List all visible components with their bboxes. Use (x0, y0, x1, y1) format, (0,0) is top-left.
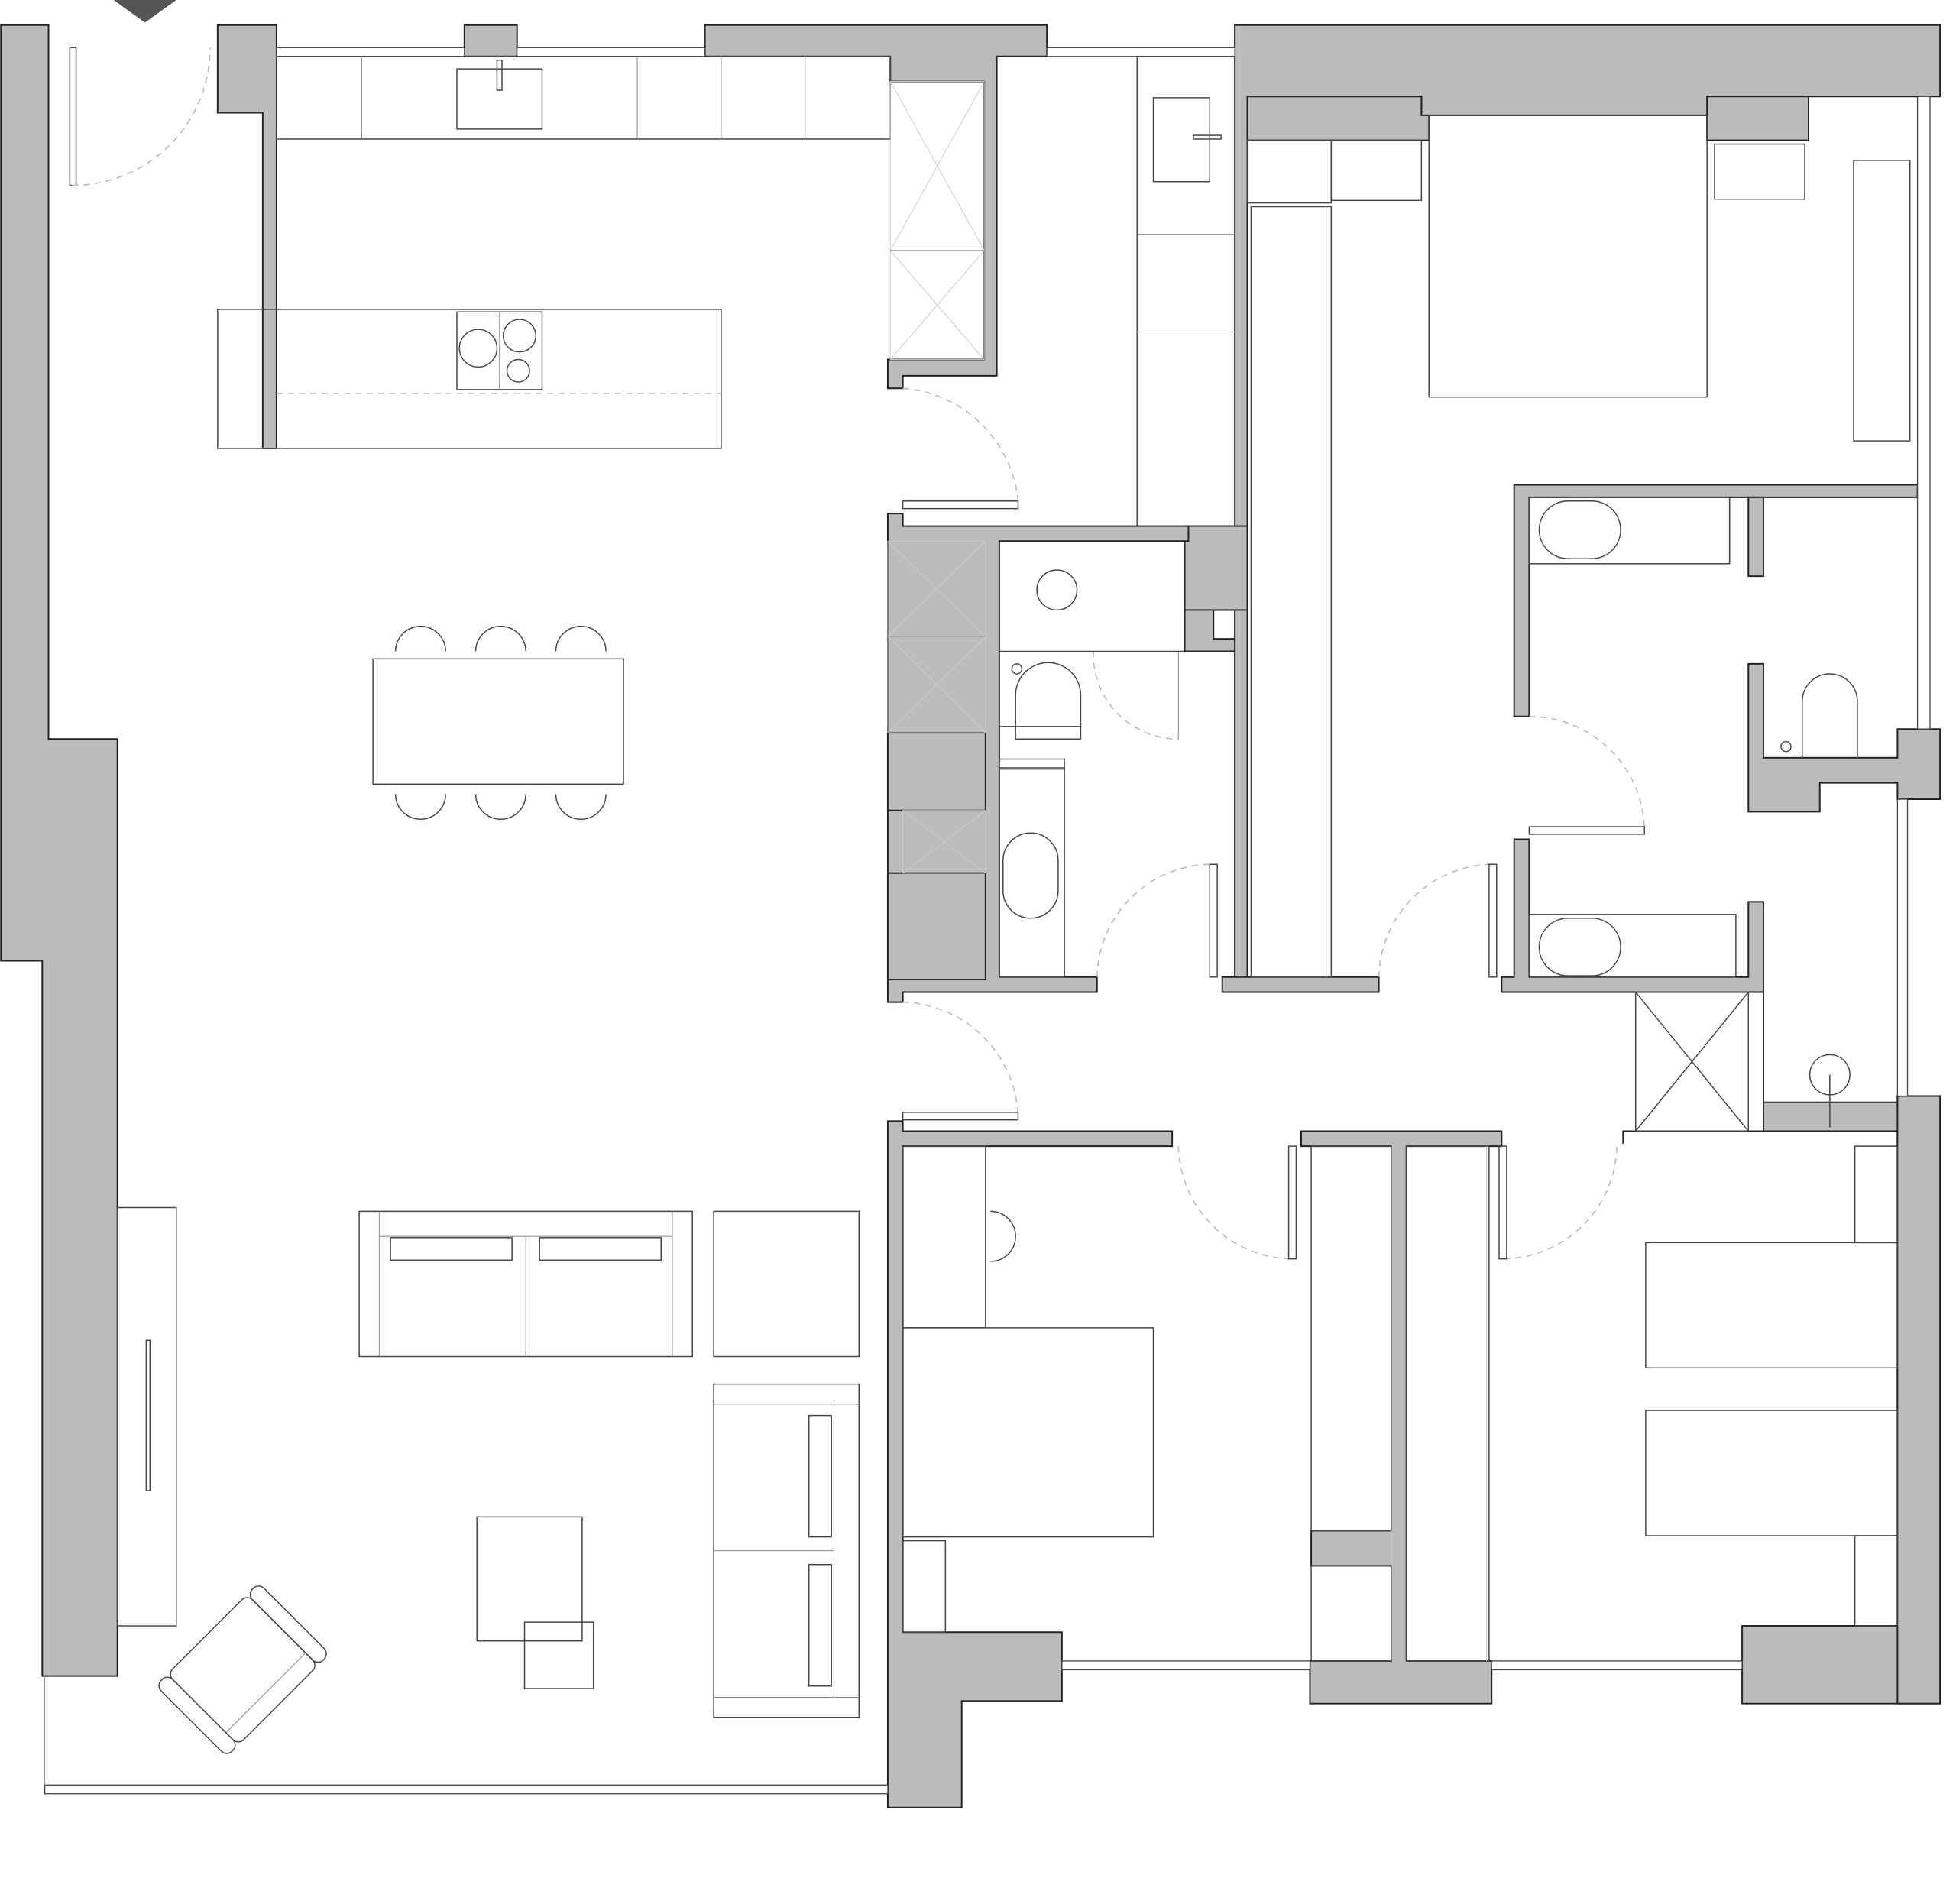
entrance-arrow-icon (113, 0, 176, 23)
bed-3b (1645, 1410, 1899, 1536)
bed-3a (1645, 1242, 1899, 1369)
bed-2 (902, 1327, 1154, 1538)
bedroom-2 (902, 1145, 1154, 1633)
closets (887, 56, 1490, 1662)
bathroom-2 (1528, 914, 1898, 1132)
armchair (170, 1597, 316, 1743)
bed (1428, 115, 1708, 398)
dining-area (372, 626, 624, 820)
bathroom-1 (999, 569, 1185, 978)
kitchen-island (217, 309, 722, 449)
coffee-table (476, 1516, 583, 1642)
living-area (116, 1206, 860, 1754)
kitchen (217, 56, 985, 449)
ottoman (713, 1210, 860, 1358)
doors (69, 47, 1646, 1260)
dining-table (372, 658, 624, 785)
walls (0, 24, 1941, 1808)
windows (44, 47, 1931, 1795)
master-bedroom (1428, 115, 1911, 758)
kitchen-sink (456, 68, 543, 130)
bedroom-3 (1645, 1145, 1899, 1627)
